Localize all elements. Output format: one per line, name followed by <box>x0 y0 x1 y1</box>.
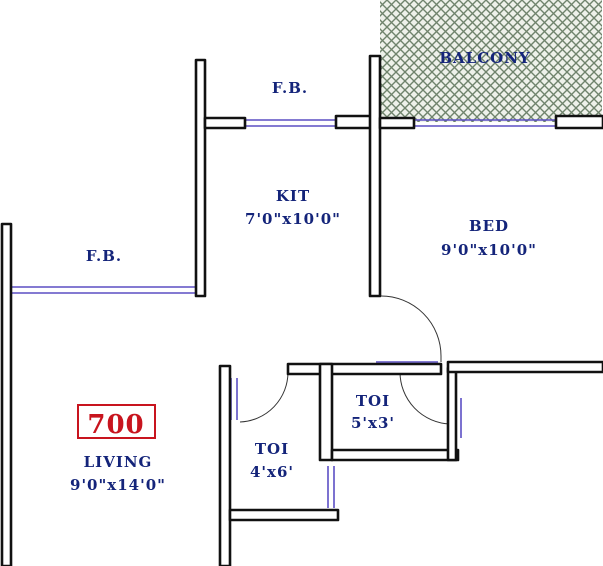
living-size: 9'0"x14'0" <box>70 476 166 494</box>
bedroom-name: BED <box>469 217 509 235</box>
toilet-left-name: TOI <box>255 440 289 458</box>
wall-east-stub <box>554 114 603 130</box>
wall-toilet-left-south <box>228 508 340 522</box>
balcony-label: BALCONY <box>439 49 530 67</box>
toilet-right-size: 5'x3' <box>351 414 395 432</box>
window-kitchen-fb <box>246 119 336 127</box>
area-badge-value: 700 <box>87 410 144 440</box>
door-swing-bedroom <box>380 295 442 357</box>
wall-kitchen-north-stub <box>203 116 247 130</box>
living-name: LIVING <box>84 453 153 471</box>
wall-toilet-right-east <box>446 366 458 462</box>
wall-fb-west <box>194 58 207 298</box>
wall-toilet-left-west <box>218 364 232 566</box>
door-swing-toilet-left <box>239 371 289 423</box>
wall-toilet-right-south <box>330 448 460 462</box>
door-swings <box>239 295 451 425</box>
window-balcony <box>415 119 556 127</box>
wall-living-west <box>0 222 13 566</box>
living-fb-label: F.B. <box>86 247 122 265</box>
window-toilet-left-a <box>230 378 238 420</box>
wall-kitchen-bed <box>368 54 382 298</box>
kitchen-size: 7'0"x10'0" <box>245 210 341 228</box>
balcony-area <box>380 0 602 122</box>
window-toilet-left-b <box>327 466 335 508</box>
toilet-right-name: TOI <box>356 392 390 410</box>
wall-toilet-divider <box>318 362 334 462</box>
kitchen-name: KIT <box>276 187 310 205</box>
walls <box>0 54 603 566</box>
wall-bed-north-stub <box>378 116 416 130</box>
bedroom-size: 9'0"x10'0" <box>441 241 537 259</box>
door-swing-toilet-right <box>399 371 451 425</box>
wall-toilet-north <box>286 362 443 376</box>
wall-bed-south <box>446 360 603 374</box>
toilet-left-size: 4'x6' <box>250 463 294 481</box>
area-badge-frame <box>77 404 156 439</box>
kitchen-fb-label: F.B. <box>272 79 308 97</box>
window-living-fb <box>12 286 196 294</box>
